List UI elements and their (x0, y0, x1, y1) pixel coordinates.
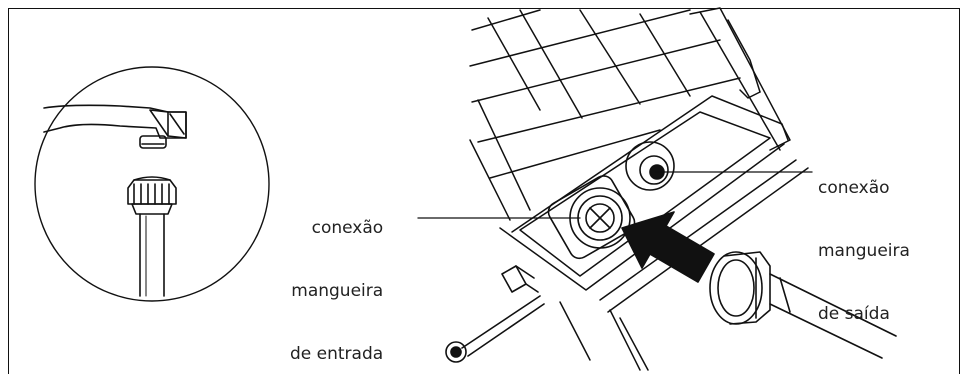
outlet-label-line-1: conexão (818, 178, 890, 198)
inlet-connection-label: conexão mangueira de entrada (290, 176, 383, 386)
inlet-label-line-3: de entrada (290, 344, 384, 364)
outlet-label-line-3: de saída (818, 304, 890, 324)
faucet-icon (43, 104, 187, 149)
faucet-detail-circle (34, 66, 270, 302)
outlet-label-line-2: mangueira (818, 241, 910, 261)
machine-body (499, 7, 809, 371)
outlet-connection-label: conexão mangueira de saída (818, 136, 910, 346)
inlet-connector (547, 175, 636, 260)
inlet-label-line-1: conexão (311, 218, 384, 238)
outlet-hose-fitting (709, 251, 897, 359)
installation-diagram (34, 7, 897, 371)
diagram-frame (8, 8, 960, 374)
clip-and-hose (445, 265, 545, 363)
hose-fitting-icon (127, 176, 177, 297)
inlet-label-line-2: mangueira (291, 281, 384, 301)
outlet-connector (625, 141, 675, 191)
insert-arrow-icon (621, 211, 715, 283)
machine-grid (469, 9, 741, 221)
